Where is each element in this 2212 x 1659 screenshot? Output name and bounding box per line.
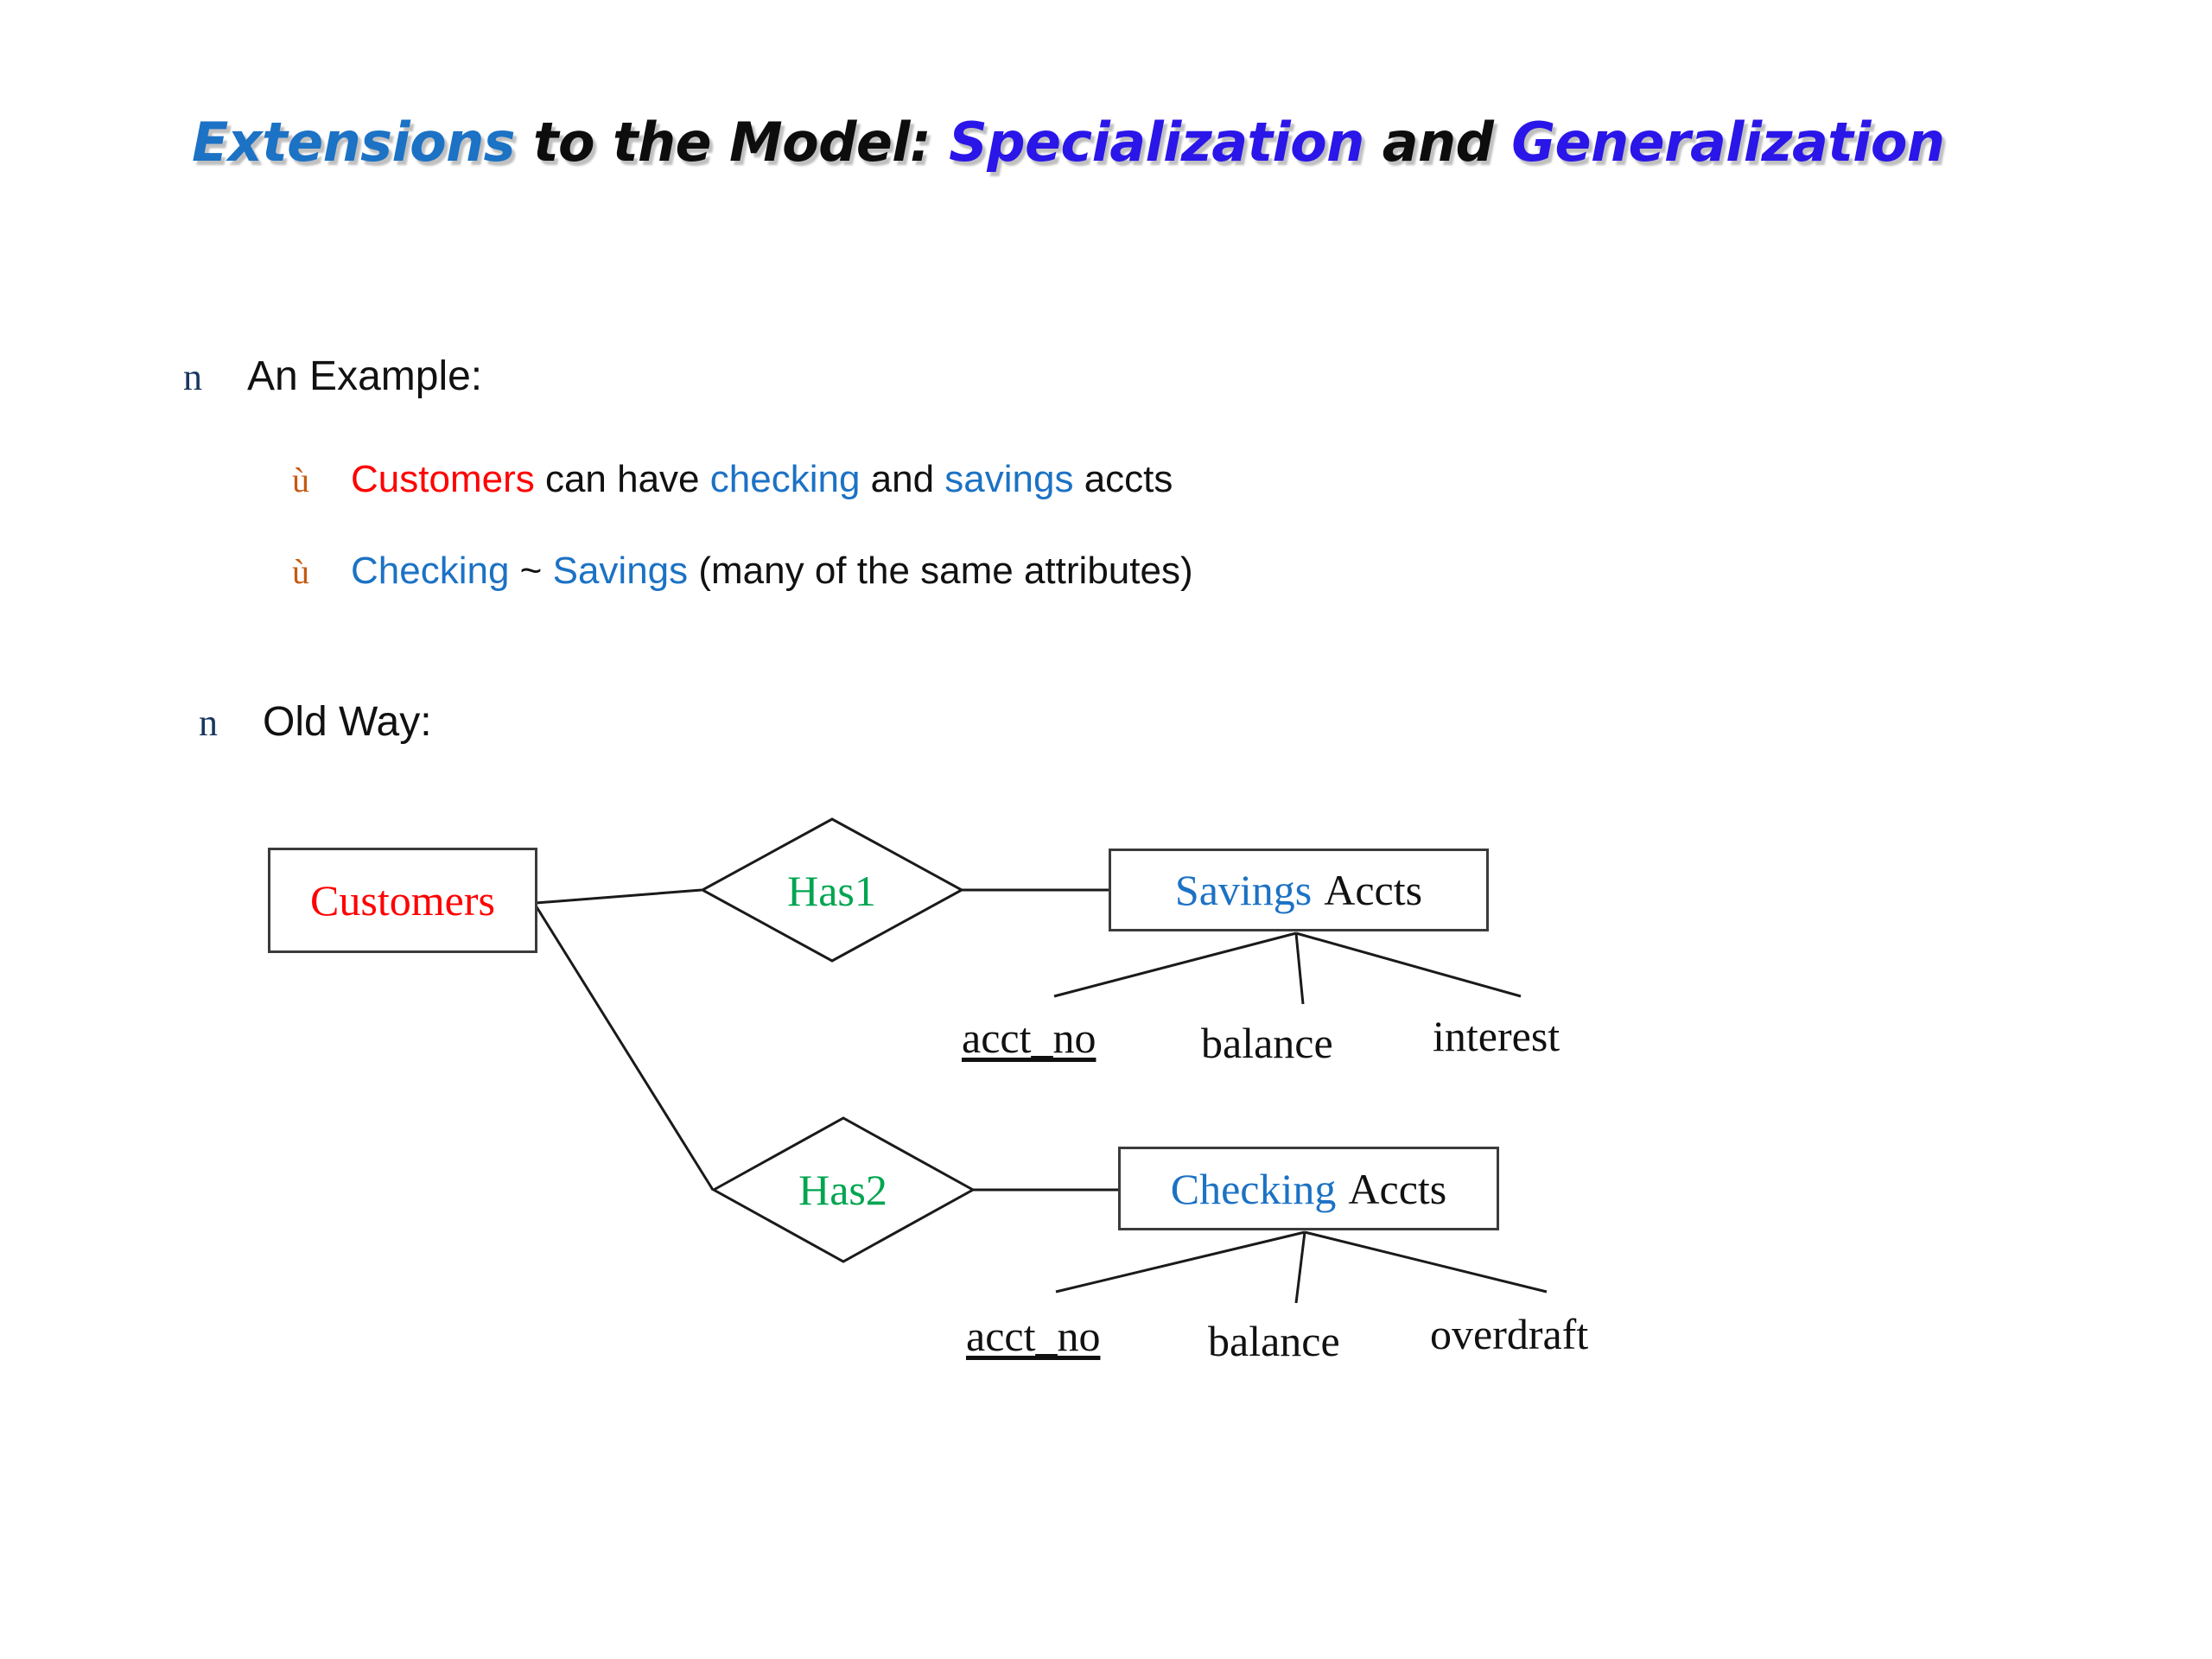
er-entity-checking-label-black: Accts: [1348, 1164, 1447, 1213]
er-entity-customers[interactable]: Customers: [268, 848, 537, 953]
bullet-marker-icon: n: [199, 702, 218, 744]
bullet-old-way: n Old Way:: [199, 698, 432, 746]
er-relationship-has2-label: Has2: [798, 1166, 887, 1214]
edge-checking-overdraft: [1304, 1230, 1548, 1294]
sub-bullet-marker-icon: ù: [292, 461, 309, 499]
er-attribute-savings-acct-no[interactable]: acct_no: [962, 1014, 1096, 1062]
er-entity-customers-label: Customers: [310, 876, 495, 925]
er-attribute-checking-balance[interactable]: balance: [1208, 1317, 1340, 1365]
edge-checking-balance: [1294, 1231, 1306, 1304]
edge-savings-balance: [1294, 932, 1305, 1005]
sub-bullet-seg-and: and: [860, 458, 945, 500]
er-attribute-savings-balance[interactable]: balance: [1201, 1019, 1333, 1067]
sub-bullet2-seg-savings: Savings: [552, 550, 689, 592]
edge-checking-acct-no: [1055, 1230, 1306, 1294]
sub-bullet-seg-checking: checking: [709, 458, 861, 500]
edge-savings-interest: [1295, 931, 1522, 998]
title-part-generalization: Generalization: [1511, 111, 1945, 174]
er-attribute-checking-overdraft[interactable]: overdraft: [1430, 1310, 1589, 1358]
title-part-extensions: Extensions: [192, 111, 516, 174]
er-attribute-savings-interest[interactable]: interest: [1433, 1012, 1560, 1060]
sub-bullet-seg-can-have: can have: [534, 458, 710, 500]
sub-bullet-seg-customers: Customers: [351, 458, 535, 500]
er-entity-savings-label-black: Accts: [1324, 866, 1423, 914]
edge-customers-has1: [535, 888, 702, 905]
er-relationship-has1-label: Has1: [787, 867, 876, 915]
bullet-an-example: n An Example:: [183, 353, 482, 400]
sub-bullet2-seg-note: (many of the same attributes): [688, 550, 1193, 592]
title-part-and: and: [1363, 111, 1512, 174]
page-title: Extensions to the Model: Specialization …: [192, 111, 2075, 174]
er-entity-savings-label-blue: Savings: [1174, 866, 1313, 914]
sub-bullet-customers-accounts: ù Customers can have checking and savings…: [292, 458, 1173, 501]
sub-bullet-checking-savings-similar: ù Checking ~ Savings (many of the same at…: [292, 550, 1193, 593]
sub-bullet2-seg-tilde: ~: [509, 550, 553, 592]
edge-customers-has2: [534, 905, 715, 1191]
sub-bullet-marker-icon: ù: [292, 552, 309, 591]
title-part-specialization: Specialization: [949, 111, 1364, 174]
title-part-to-the-model: to the Model:: [514, 111, 950, 174]
sub-bullet2-seg-checking: Checking: [351, 550, 510, 592]
er-entity-checking-label-blue: Checking: [1170, 1164, 1337, 1213]
bullet-label: An Example:: [247, 353, 483, 399]
edge-savings-acct-no: [1053, 931, 1297, 998]
sub-bullet-seg-accts: accts: [1073, 458, 1173, 500]
bullet-marker-icon: n: [183, 356, 202, 398]
er-attribute-checking-acct-no[interactable]: acct_no: [966, 1312, 1101, 1360]
bullet-label: Old Way:: [263, 699, 432, 745]
sub-bullet-seg-savings: savings: [944, 458, 1074, 500]
